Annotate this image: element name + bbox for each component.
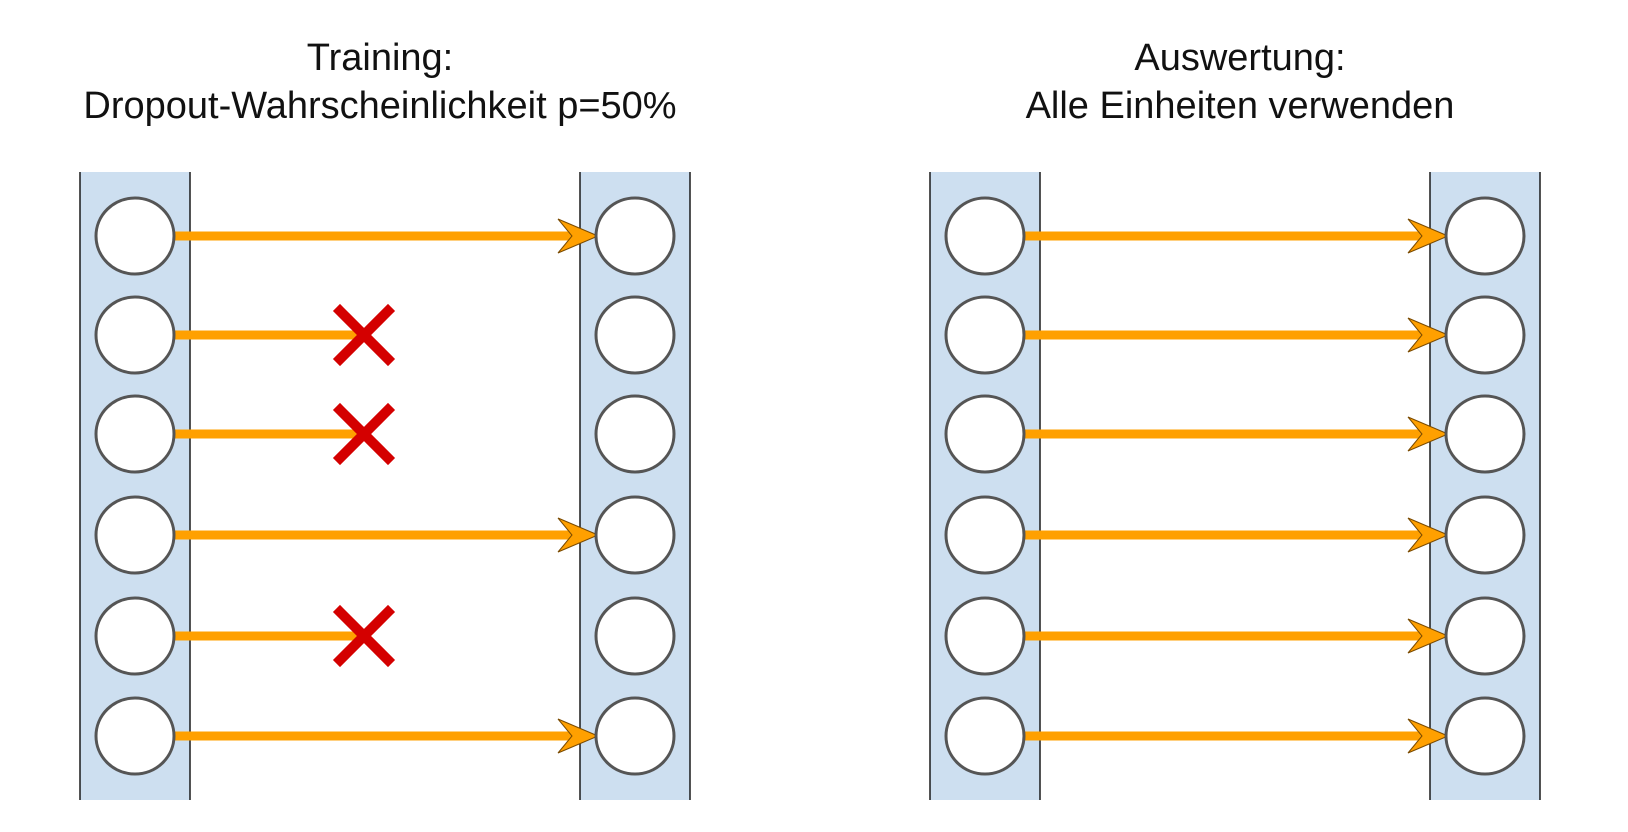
- evaluation-output-layer: [1430, 172, 1540, 800]
- evaluation-title-line1: Auswertung:: [1134, 37, 1346, 79]
- evaluation-input-node-1: [944, 196, 1026, 276]
- evaluation-arrowhead-6: [1407, 718, 1450, 754]
- evaluation-arrowhead-3: [1407, 416, 1450, 452]
- evaluation-output-node-4: [1444, 495, 1526, 575]
- evaluation-panel: [929, 172, 1541, 800]
- training-output-node-1: [594, 196, 676, 276]
- training-input-layer: [80, 172, 190, 800]
- training-output-node-5: [594, 596, 676, 676]
- evaluation-input-node-5: [944, 596, 1026, 676]
- training-input-node-3: [94, 394, 176, 474]
- evaluation-title: Auswertung: Alle Einheiten verwenden: [860, 34, 1620, 130]
- training-cross-b-2: [332, 303, 396, 367]
- training-arrowhead-6: [557, 718, 600, 754]
- training-output-node-4: [594, 495, 676, 575]
- evaluation-input-node-6: [944, 696, 1026, 776]
- training-output-layer: [580, 172, 690, 800]
- training-arrowhead-4: [557, 517, 600, 553]
- training-input-node-2: [94, 295, 176, 375]
- evaluation-output-node-3: [1444, 394, 1526, 474]
- training-output-node-6: [594, 696, 676, 776]
- training-title: Training: Dropout-Wahrscheinlichkeit p=5…: [0, 34, 760, 130]
- training-cross-b-5: [332, 604, 396, 668]
- training-input-node-4: [94, 495, 176, 575]
- evaluation-arrowhead-1: [1407, 218, 1450, 254]
- training-panel: [79, 172, 691, 800]
- training-arrowhead-1: [557, 218, 600, 254]
- training-output-node-2: [594, 295, 676, 375]
- evaluation-arrowhead-2: [1407, 317, 1450, 353]
- training-input-node-5: [94, 596, 176, 676]
- training-title-line1: Training:: [306, 37, 454, 79]
- evaluation-output-node-5: [1444, 596, 1526, 676]
- evaluation-output-node-2: [1444, 295, 1526, 375]
- evaluation-arrowhead-5: [1407, 618, 1450, 654]
- evaluation-input-node-4: [944, 495, 1026, 575]
- training-input-node-1: [94, 196, 176, 276]
- evaluation-output-node-6: [1444, 696, 1526, 776]
- evaluation-output-node-1: [1444, 196, 1526, 276]
- evaluation-arrowhead-4: [1407, 517, 1450, 553]
- training-title-line2: Dropout-Wahrscheinlichkeit p=50%: [83, 85, 677, 127]
- evaluation-input-node-3: [944, 394, 1026, 474]
- evaluation-input-layer: [930, 172, 1040, 800]
- training-cross-b-3: [332, 402, 396, 466]
- training-input-node-6: [94, 696, 176, 776]
- evaluation-title-line2: Alle Einheiten verwenden: [1025, 85, 1455, 127]
- evaluation-input-node-2: [944, 295, 1026, 375]
- training-output-node-3: [594, 394, 676, 474]
